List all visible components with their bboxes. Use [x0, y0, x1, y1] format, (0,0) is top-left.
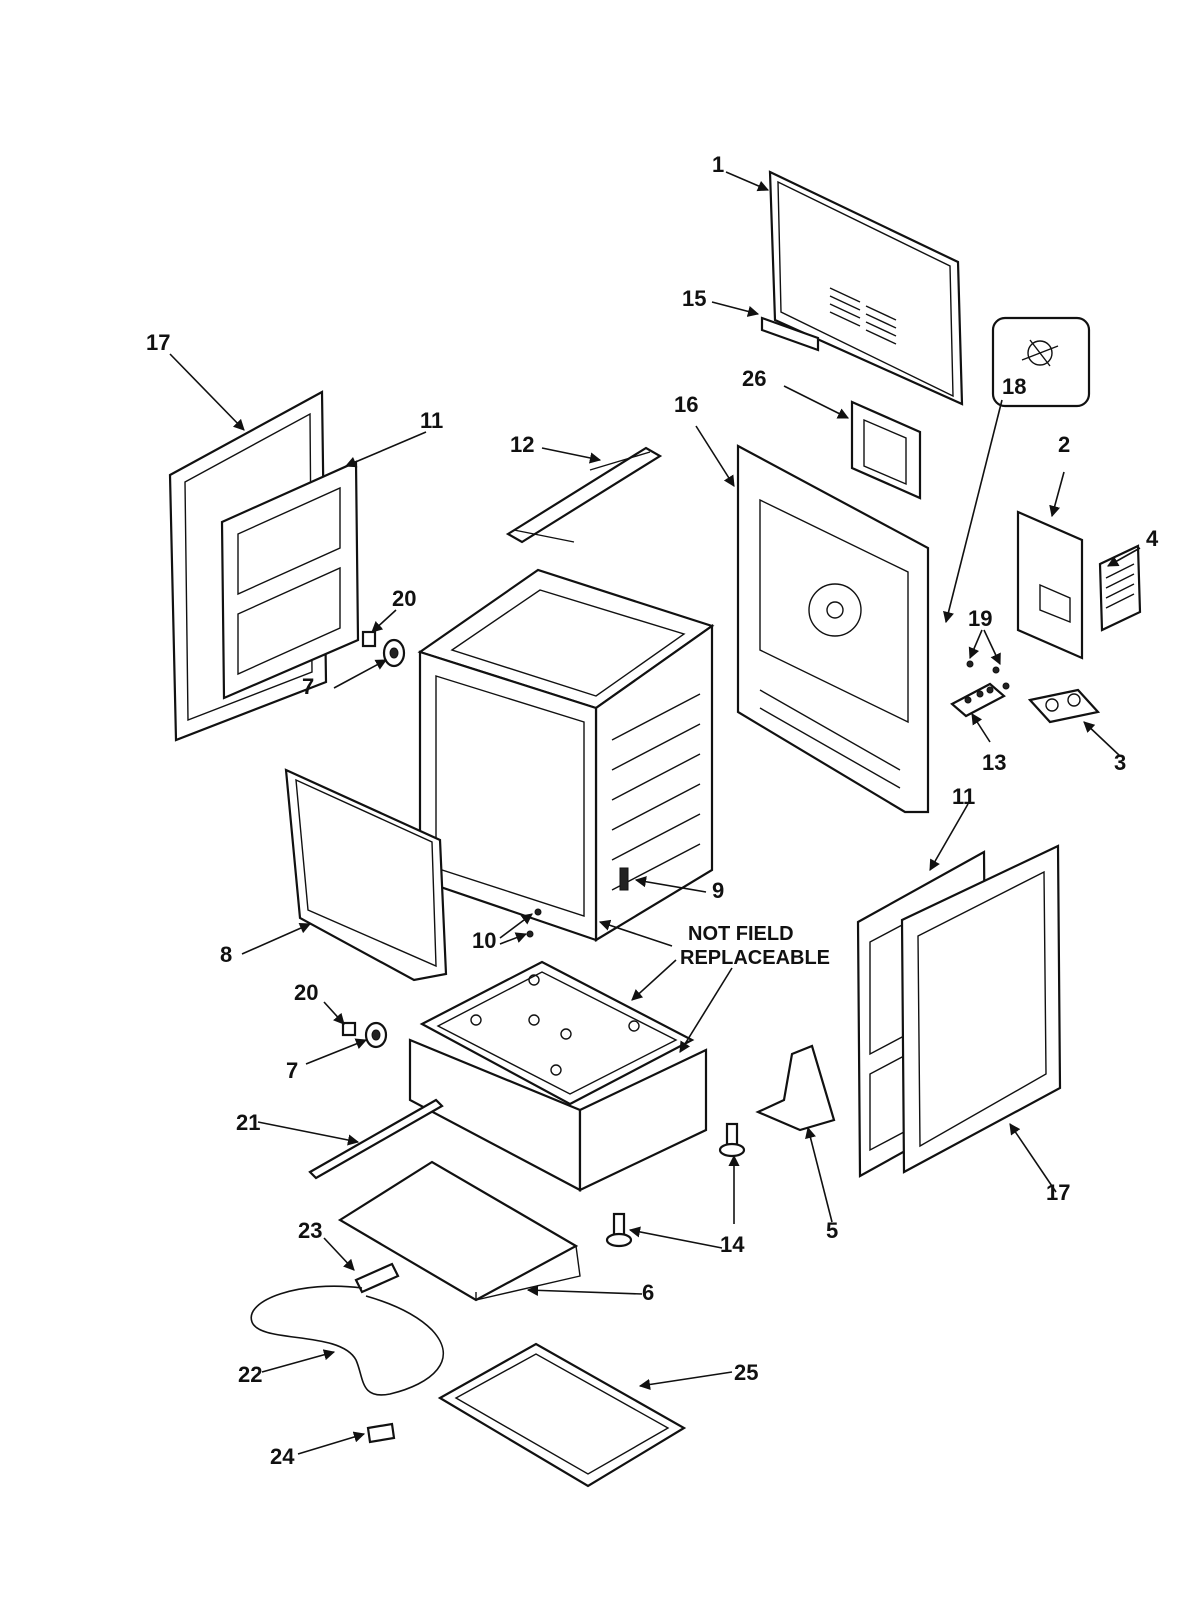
label-2: 2 [1058, 432, 1070, 457]
label-7-lower: 7 [286, 1058, 298, 1083]
label-22: 22 [238, 1362, 262, 1387]
part-17-side-panel-right [900, 844, 1062, 1174]
label-9: 9 [712, 878, 724, 903]
part-20-fastener-upper [361, 630, 377, 648]
label-20-upper: 20 [392, 586, 416, 611]
label-14: 14 [720, 1232, 745, 1257]
part-22-heating-element [250, 1285, 444, 1396]
label-5: 5 [826, 1218, 838, 1243]
label-15: 15 [682, 286, 706, 311]
part-8-gasket [284, 768, 448, 982]
part-25-drawer-pan [437, 1342, 687, 1488]
part-12-rail [505, 446, 663, 544]
part-15-bracket [760, 316, 820, 352]
part-21-rod [308, 1098, 444, 1180]
not-field-replaceable-note-line2: REPLACEABLE [680, 947, 830, 969]
oven-cavity [417, 568, 715, 942]
part-7-grommet-upper [382, 638, 406, 668]
label-12: 12 [510, 432, 534, 457]
base-frame [408, 1038, 708, 1192]
part-26-bracket [850, 400, 922, 500]
part-14-leveling-legs [605, 1122, 746, 1248]
label-19: 19 [968, 606, 992, 631]
label-11-right: 11 [952, 784, 975, 809]
part-13-terminal-block [950, 682, 1006, 718]
part-6-bottom-cover [337, 1160, 581, 1302]
label-7-upper: 7 [302, 674, 314, 699]
label-23: 23 [298, 1218, 322, 1243]
part-16-frame [736, 444, 930, 814]
part-20-fastener-lower [341, 1021, 357, 1037]
label-24: 24 [270, 1444, 295, 1469]
label-4: 4 [1146, 526, 1159, 551]
part-11-insulation-left [220, 460, 360, 700]
label-17-upper: 17 [146, 330, 170, 355]
label-1: 1 [712, 152, 724, 177]
part-1-back-panel [768, 170, 964, 406]
part-3-plate [1027, 688, 1101, 724]
part-19-screws [966, 660, 1010, 690]
part-2-housing [1016, 510, 1084, 660]
label-26: 26 [742, 366, 766, 391]
label-11-upper: 11 [420, 408, 443, 433]
label-13: 13 [982, 750, 1006, 775]
not-field-replaceable-note-line1: NOT FIELD [688, 923, 794, 945]
part-24-clip [366, 1422, 396, 1444]
label-10: 10 [472, 928, 496, 953]
label-6: 6 [642, 1280, 654, 1305]
label-20-lower: 20 [294, 980, 318, 1005]
label-25: 25 [734, 1360, 758, 1385]
part-9-sensor [619, 867, 629, 891]
part-18-inset [991, 316, 1091, 408]
label-17-lower: 17 [1046, 1180, 1070, 1205]
leader-lines [169, 171, 1141, 1455]
part-7-grommet-lower [364, 1021, 388, 1049]
part-23-connector [354, 1262, 400, 1294]
label-18: 18 [1002, 374, 1026, 399]
oven-bottom-tray [419, 960, 695, 1106]
label-8: 8 [220, 942, 232, 967]
label-16: 16 [674, 392, 698, 417]
label-21: 21 [236, 1110, 260, 1135]
label-3: 3 [1114, 750, 1126, 775]
part-5-leg-bracket [755, 1044, 836, 1132]
part-labels: 1 15 18 26 16 12 17 11 2 4 20 19 7 13 3 … [146, 152, 1159, 1469]
part-4-vent [1098, 544, 1142, 632]
